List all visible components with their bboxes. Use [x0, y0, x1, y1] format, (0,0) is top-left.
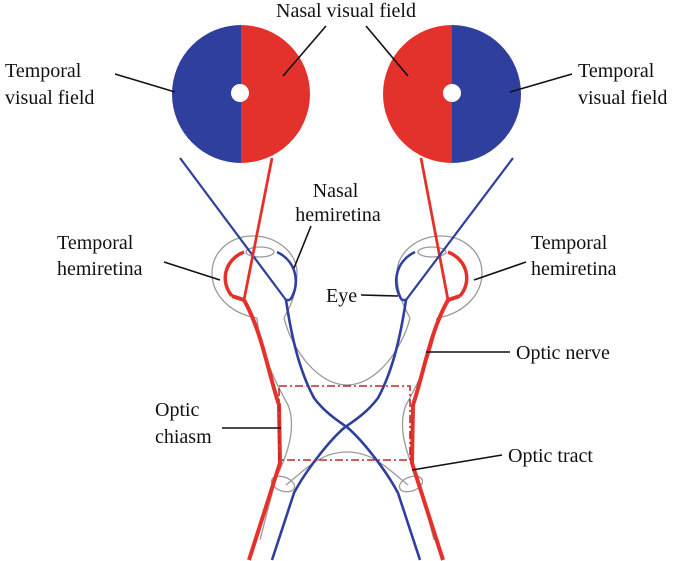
label-nasal-hemiretina: Nasal hemiretina [295, 180, 381, 226]
right-nasal-hemiretina [394, 250, 416, 301]
left-visual-field-disc [172, 25, 310, 163]
label-temporal-visual-field-left-line1: Temporal [5, 60, 82, 82]
label-optic-chiasm: Optic chiasm [155, 399, 212, 448]
inner-tract-arch-bottom [285, 451, 409, 486]
leader-temporal-hemiretina-right [473, 261, 527, 281]
left-nasal-hemiretina [276, 250, 298, 301]
left-nasal-field-projection [242, 157, 274, 301]
left-crossing-fibre [284, 298, 422, 561]
optic-pathway-outline [211, 235, 483, 541]
leader-optic-tract [411, 454, 503, 471]
label-temporal-hemiretina-right-line1: Temporal [531, 232, 608, 254]
label-temporal-hemiretina-left: Temporal hemiretina [57, 232, 143, 280]
right-disc-fixation-point [443, 84, 461, 102]
leader-temporal-field-right [509, 73, 573, 93]
leader-lines [114, 25, 573, 471]
right-crossing-fibre [270, 298, 408, 561]
label-nasal-hemiretina-line1: Nasal [313, 180, 359, 202]
label-temporal-hemiretina-right-line2: hemiretina [531, 258, 617, 280]
label-nasal-hemiretina-line2: hemiretina [295, 204, 381, 226]
leader-temporal-hemiretina-left [163, 261, 221, 281]
left-tract-cut [270, 475, 296, 493]
right-tract-cut [398, 475, 424, 493]
label-temporal-visual-field-left-line2: visual field [5, 87, 94, 109]
label-optic-chiasm-line1: Optic [155, 399, 200, 421]
left-temporal-field-projection [179, 157, 287, 301]
projection-lines [179, 157, 514, 301]
left-disc-nasal-half [241, 25, 310, 163]
right-nasal-field-projection [419, 157, 450, 301]
left-disc-fixation-point [231, 84, 249, 102]
label-temporal-hemiretina-left-line2: hemiretina [57, 258, 143, 280]
label-optic-nerve: Optic nerve [516, 342, 610, 364]
left-temporal-hemiretina [223, 250, 245, 298]
right-disc-temporal-half [452, 25, 521, 163]
label-temporal-hemiretina-left-line1: Temporal [57, 232, 134, 254]
left-lens [245, 246, 275, 258]
right-visual-field-disc [383, 25, 521, 163]
label-eye: Eye [326, 285, 357, 307]
optic-chiasm-region-box [278, 385, 411, 461]
left-disc-temporal-half [172, 25, 241, 163]
leader-eye [360, 294, 399, 297]
label-optic-tract: Optic tract [508, 445, 593, 467]
leader-nasal-hemiretina [293, 225, 312, 269]
leader-nasal-field-left [282, 25, 327, 77]
leader-temporal-field-left [114, 73, 176, 93]
right-eye-outline [396, 235, 483, 319]
label-temporal-visual-field-right-line2: visual field [578, 87, 667, 109]
right-lens [417, 246, 447, 258]
right-temporal-hemiretina [447, 250, 469, 298]
label-temporal-visual-field-right: Temporal visual field [578, 60, 667, 109]
label-temporal-visual-field-right-line1: Temporal [578, 60, 655, 82]
label-nasal-visual-field: Nasal visual field [276, 0, 416, 22]
label-temporal-hemiretina-right: Temporal hemiretina [531, 232, 617, 280]
right-disc-nasal-half [383, 25, 452, 163]
leader-nasal-field-right [365, 25, 409, 77]
label-temporal-visual-field-left: Temporal visual field [5, 60, 94, 109]
label-optic-chiasm-line2: chiasm [155, 426, 212, 448]
right-uncrossed-fibre [409, 294, 461, 561]
right-temporal-field-projection [405, 157, 514, 301]
